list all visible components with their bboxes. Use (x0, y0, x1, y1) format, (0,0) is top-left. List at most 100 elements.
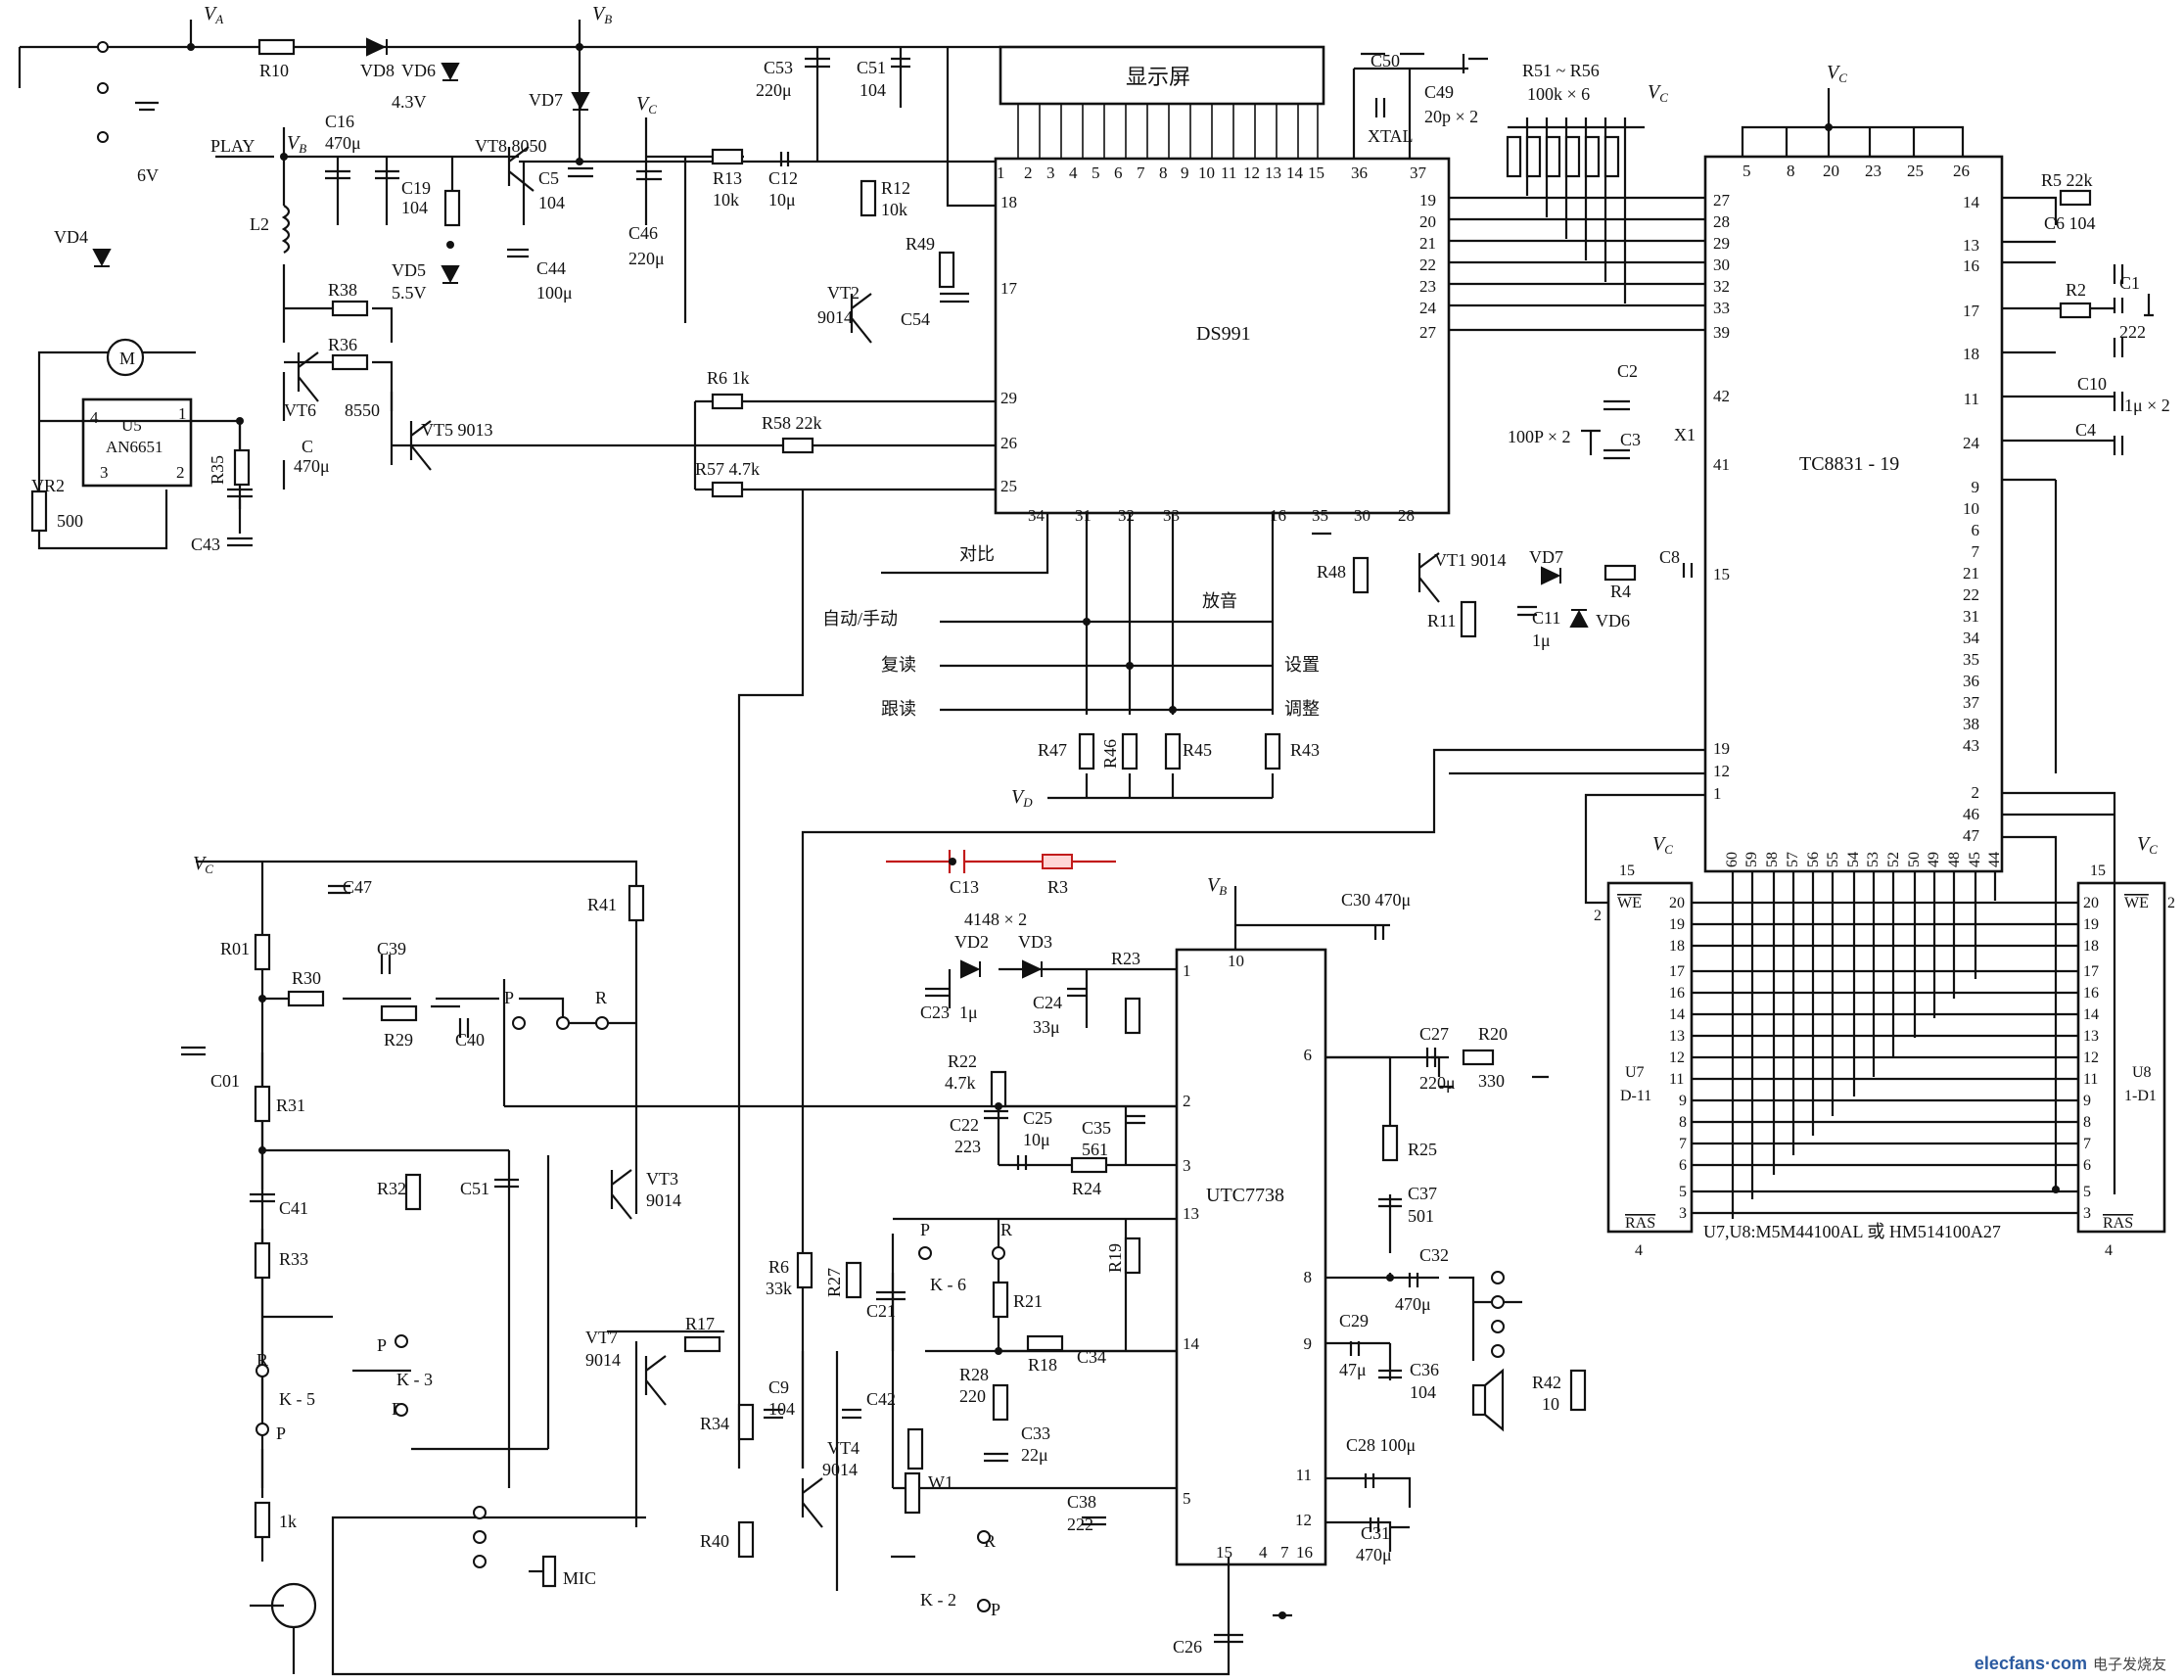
svg-text:2: 2 (1024, 163, 1033, 182)
svg-text:100k × 6: 100k × 6 (1527, 84, 1590, 104)
svg-text:C5: C5 (538, 168, 559, 188)
svg-text:R19: R19 (1105, 1243, 1125, 1273)
svg-text:VC: VC (1652, 833, 1673, 857)
svg-text:5.5V: 5.5V (392, 283, 427, 303)
svg-text:R17: R17 (685, 1314, 715, 1333)
svg-text:16: 16 (1963, 257, 1979, 275)
svg-text:29: 29 (1000, 389, 1017, 407)
svg-text:15: 15 (1308, 163, 1324, 182)
svg-text:44: 44 (1986, 852, 2003, 867)
svg-text:跟读: 跟读 (881, 699, 916, 719)
svg-text:C33: C33 (1021, 1423, 1050, 1443)
svg-text:53: 53 (1865, 852, 1882, 867)
svg-text:48: 48 (1946, 852, 1963, 867)
svg-text:U8: U8 (2132, 1064, 2152, 1081)
svg-text:10: 10 (1542, 1394, 1559, 1414)
svg-text:32: 32 (1118, 506, 1135, 525)
svg-text:P: P (377, 1335, 387, 1355)
svg-text:26: 26 (1953, 162, 1970, 180)
svg-text:R40: R40 (700, 1531, 729, 1551)
svg-text:6: 6 (1304, 1046, 1313, 1064)
svg-text:1μ: 1μ (1532, 630, 1551, 650)
svg-text:1: 1 (178, 404, 187, 423)
svg-text:8: 8 (1679, 1114, 1687, 1131)
svg-text:VC: VC (2137, 833, 2158, 857)
svg-text:R30: R30 (292, 968, 321, 988)
svg-text:10: 10 (1963, 499, 1979, 518)
svg-text:15: 15 (1713, 565, 1730, 583)
svg-text:U5: U5 (121, 416, 142, 435)
svg-text:R29: R29 (384, 1030, 413, 1050)
svg-text:VB: VB (592, 3, 612, 26)
svg-text:C43: C43 (191, 535, 220, 554)
svg-text:30: 30 (1713, 256, 1730, 274)
svg-text:18: 18 (1669, 938, 1685, 955)
motor-symbol: M (106, 338, 145, 377)
svg-text:60: 60 (1724, 852, 1741, 867)
svg-text:WE: WE (1617, 895, 1642, 911)
svg-text:470μ: 470μ (325, 133, 361, 153)
svg-text:4: 4 (1635, 1242, 1643, 1259)
svg-text:1μ × 2: 1μ × 2 (2124, 396, 2170, 415)
svg-text:16: 16 (1296, 1543, 1313, 1562)
svg-text:10: 10 (1198, 163, 1215, 182)
u7-labels: WE 2 20 19 18 17 16 14 13 12 11 9 8 7 6 … (1594, 863, 1687, 1259)
svg-text:28: 28 (1398, 506, 1415, 525)
svg-text:C32: C32 (1419, 1245, 1449, 1265)
svg-text:7: 7 (1679, 1136, 1687, 1152)
svg-text:1: 1 (1183, 961, 1191, 980)
svg-text:19: 19 (1713, 739, 1730, 758)
svg-text:11: 11 (1221, 163, 1236, 182)
svg-text:37: 37 (1963, 693, 1980, 712)
tc8831-label: TC8831 - 19 (1799, 453, 1899, 475)
svg-text:222: 222 (2119, 322, 2146, 342)
switch-contacts (97, 41, 1505, 1612)
svg-text:1-D1: 1-D1 (2124, 1088, 2157, 1104)
component-labels: R10 VD8 VD6 4.3V VD7 PLAY C16 470μ VT8 8… (31, 51, 2170, 1657)
svg-text:R32: R32 (377, 1179, 406, 1198)
svg-text:C34: C34 (1077, 1347, 1106, 1367)
svg-text:220μ: 220μ (756, 80, 792, 100)
supply-labels: VA VB VB VC VC VC VD VC VB VC VC (193, 3, 2158, 898)
svg-text:K - 2: K - 2 (920, 1590, 956, 1610)
svg-text:VD8: VD8 (360, 61, 395, 80)
svg-text:7: 7 (1137, 163, 1145, 182)
svg-text:C: C (302, 437, 313, 456)
svg-text:C8: C8 (1659, 547, 1680, 567)
utc7738-pins: 1 2 3 13 14 5 6 8 9 11 12 10 15 4 7 16 (1183, 952, 1313, 1562)
svg-text:21: 21 (1963, 564, 1979, 583)
svg-text:R58 22k: R58 22k (762, 413, 822, 433)
display-pin-lines (1017, 104, 1319, 159)
svg-text:8: 8 (2083, 1114, 2091, 1131)
svg-text:MIC: MIC (563, 1568, 596, 1588)
svg-text:VD: VD (1011, 786, 1033, 810)
tc8831-left-pins: 27 28 29 30 32 33 39 42 41 15 19 12 1 (1713, 191, 1731, 803)
svg-text:9014: 9014 (646, 1190, 681, 1210)
svg-text:C23: C23 (920, 1003, 950, 1022)
watermark-sub: 电子发烧友 (2092, 1657, 2166, 1673)
svg-text:C36: C36 (1410, 1360, 1439, 1379)
svg-text:12: 12 (1713, 762, 1730, 780)
svg-text:13: 13 (1265, 163, 1281, 182)
utc7738-chip (1175, 948, 1327, 1566)
utc7738-label: UTC7738 (1206, 1185, 1284, 1206)
svg-text:470μ: 470μ (1356, 1545, 1392, 1564)
svg-text:K - 5: K - 5 (279, 1389, 315, 1409)
svg-text:12: 12 (2083, 1050, 2099, 1066)
svg-text:500: 500 (57, 511, 83, 531)
svg-text:33: 33 (1163, 506, 1180, 525)
svg-text:36: 36 (1963, 672, 1979, 690)
svg-text:13: 13 (1963, 236, 1979, 255)
svg-text:VD6: VD6 (1596, 611, 1630, 630)
svg-text:222: 222 (1067, 1515, 1093, 1534)
svg-text:12: 12 (1669, 1050, 1685, 1066)
svg-text:15: 15 (2090, 863, 2106, 879)
svg-text:K - 3: K - 3 (396, 1370, 433, 1389)
svg-text:C42: C42 (866, 1389, 896, 1409)
svg-text:VC: VC (193, 853, 213, 876)
svg-text:10: 10 (1228, 952, 1244, 970)
svg-text:17: 17 (2083, 963, 2099, 980)
svg-text:C16: C16 (325, 112, 354, 131)
svg-text:自动/手动: 自动/手动 (822, 609, 898, 629)
